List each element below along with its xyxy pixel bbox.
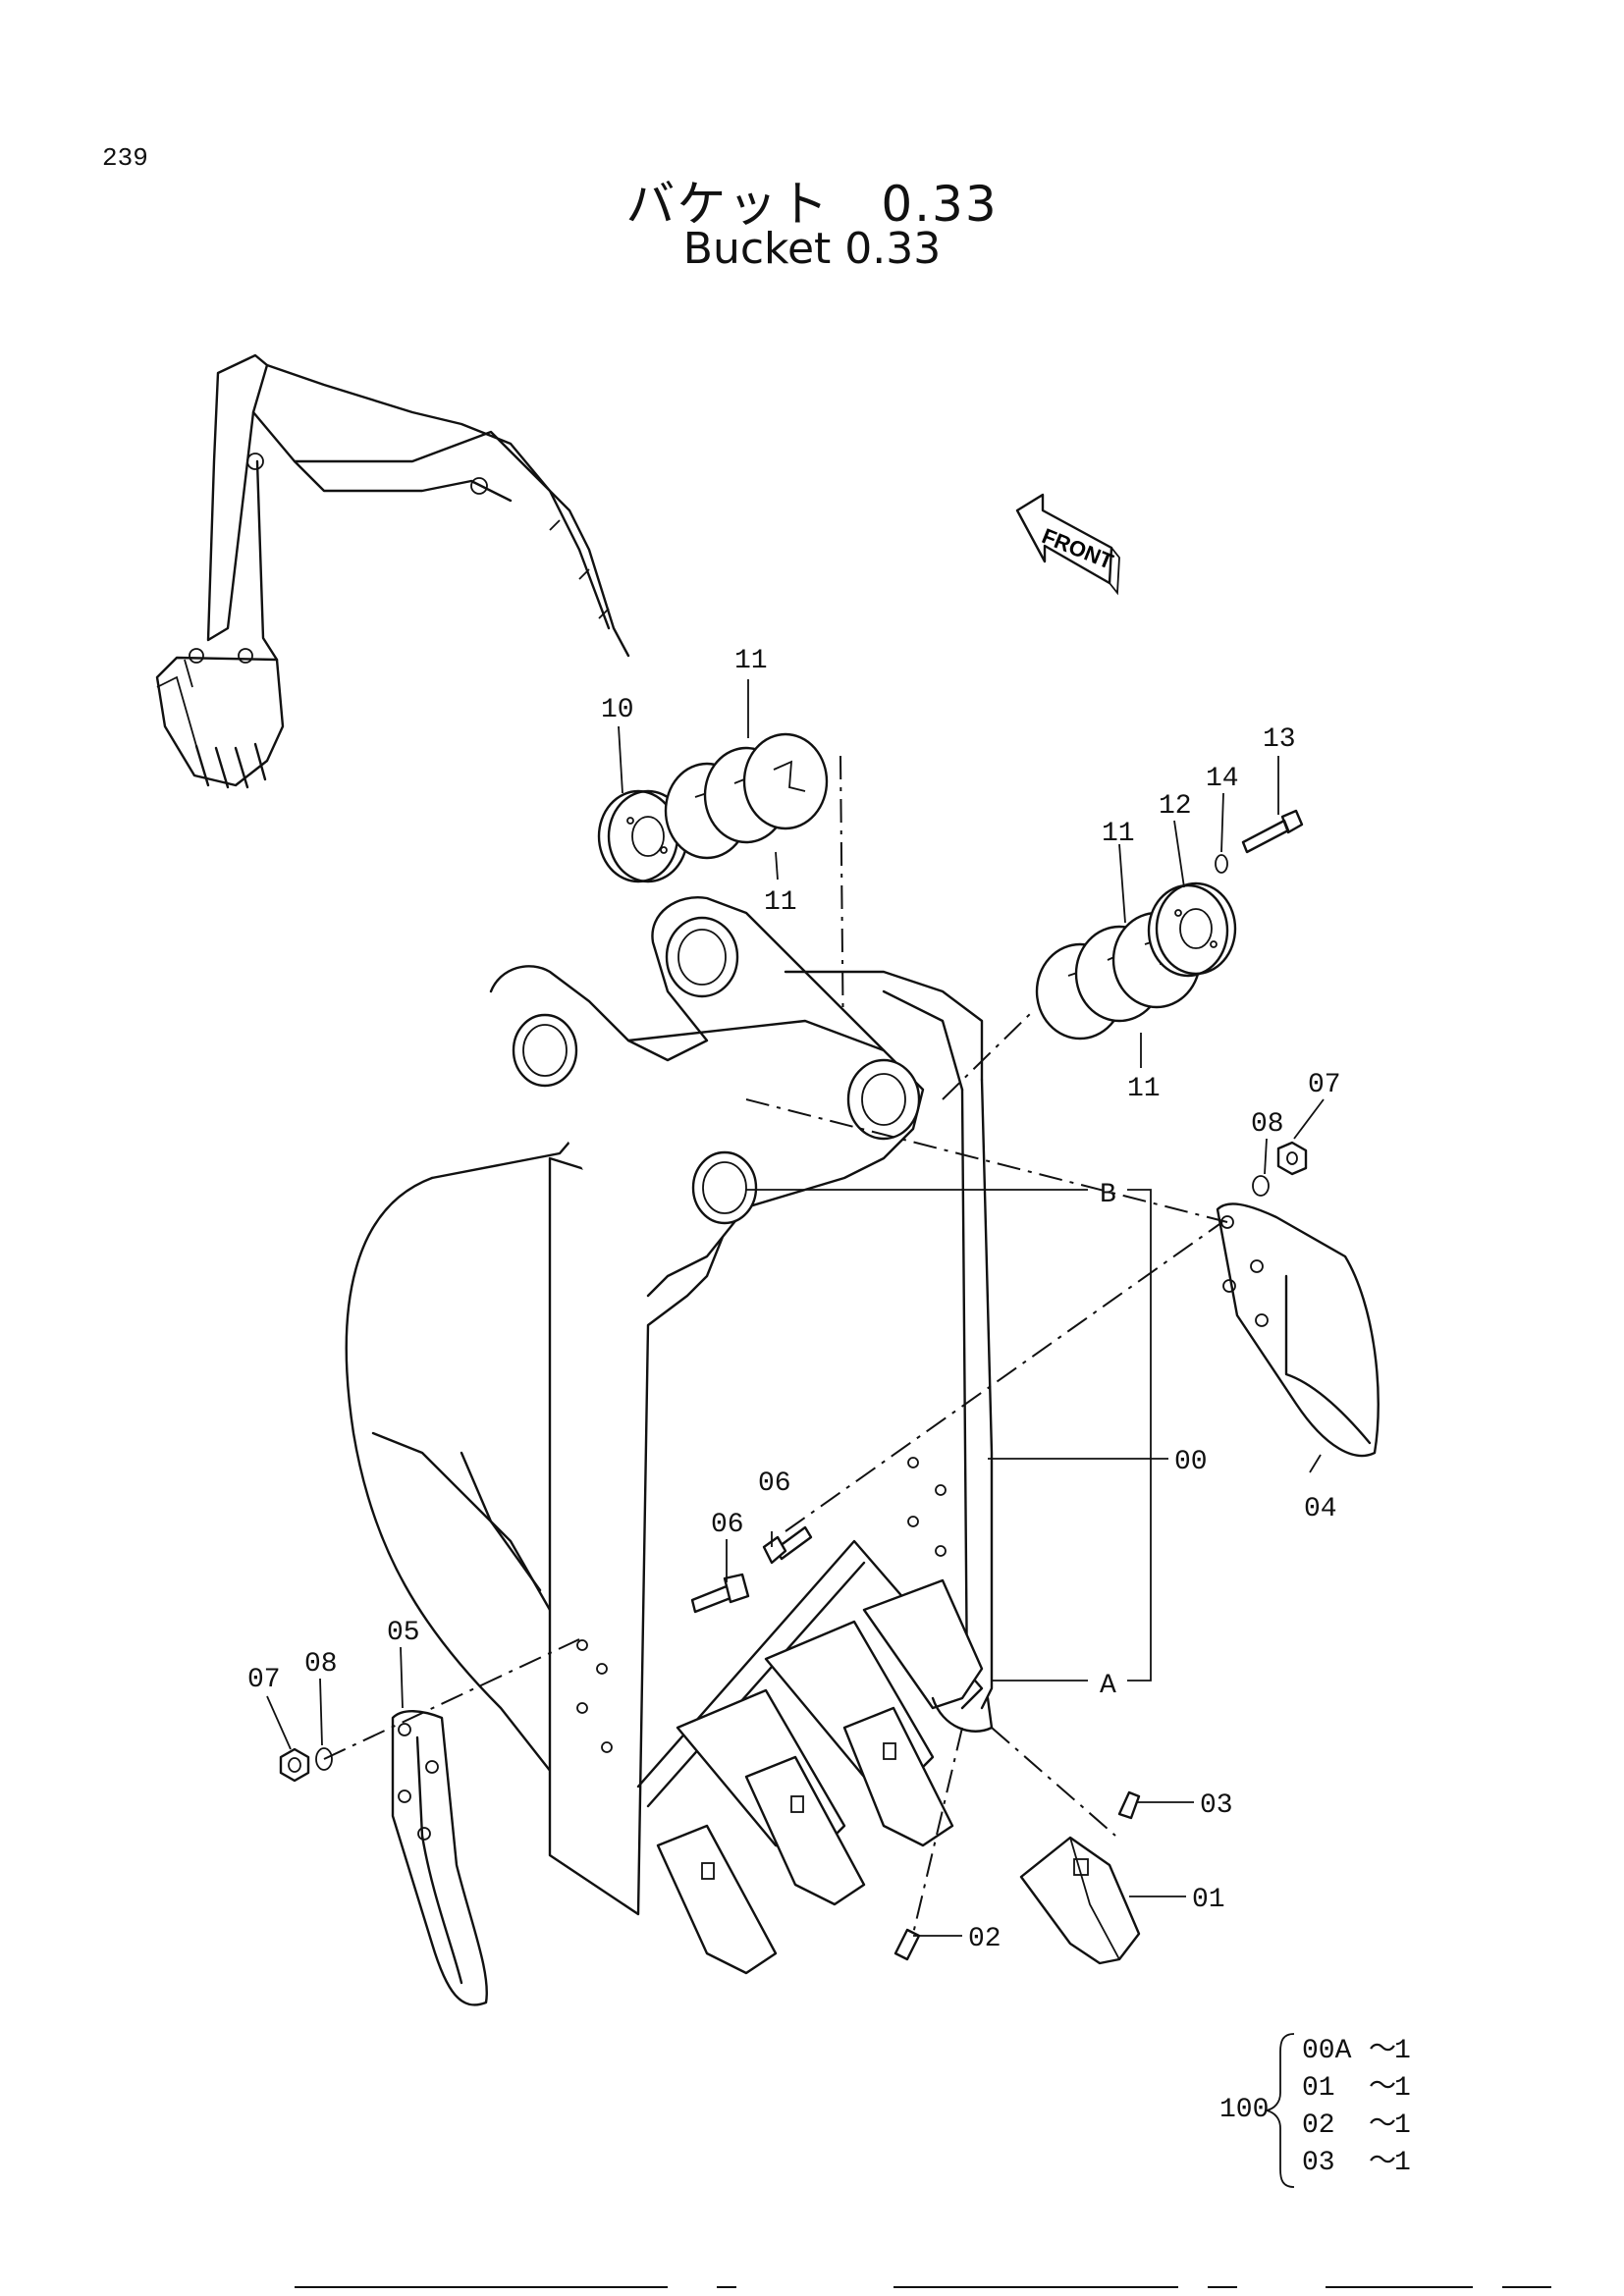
callout-04: 04 (1304, 1494, 1337, 1524)
callout-12: 12 (1159, 791, 1192, 822)
callout-06-right: 06 (758, 1468, 791, 1499)
assembly-item-part: 02 (1302, 2110, 1335, 2141)
callout-06-left: 06 (711, 1510, 744, 1540)
front-direction-arrow: FRONT (1015, 493, 1120, 596)
assembly-set-number: 100 (1219, 2095, 1269, 2125)
callout-03: 03 (1200, 1790, 1233, 1821)
part-06-bolt-lower (690, 1573, 750, 1614)
assembly-lines (323, 1098, 1228, 1935)
leader-lines (266, 679, 1325, 1937)
page-title-english: Bucket 0.33 (682, 224, 942, 274)
part-05-side-cutter-left (391, 1710, 488, 2006)
part-07-nut-left (279, 1747, 310, 1783)
callout-07-right: 07 (1308, 1070, 1341, 1100)
page-title-japanese: バケット 0.33 (625, 176, 999, 233)
callout-14: 14 (1206, 764, 1239, 794)
page-number: 239 (102, 143, 148, 173)
part-08-washer-right (1252, 1175, 1270, 1197)
callout-labels: 10 11 11 11 11 12 14 13 07 08 04 B 00 06… (247, 646, 1341, 1954)
assembly-item-part: 03 (1302, 2148, 1335, 2178)
part-08-washer-left (315, 1747, 333, 1771)
part-13-bolt (1241, 809, 1304, 854)
callout-10: 10 (601, 695, 634, 725)
excavator-arm-thumbnail (155, 353, 630, 789)
assembly-item-sep: ～ (1369, 2148, 1396, 2178)
assembly-item-qty: 1 (1394, 2110, 1411, 2141)
assembly-set-legend: 100 00A ～ 1 01 ～ 1 02 ～ 1 03 ～ 1 (1219, 2033, 1411, 2188)
callout-00: 00 (1174, 1447, 1208, 1477)
assembly-item-qty: 1 (1394, 2148, 1411, 2178)
assembly-item-qty: 1 (1394, 2073, 1411, 2104)
assembly-item-qty: 1 (1394, 2036, 1411, 2066)
callout-11-upper-bottom: 11 (764, 887, 797, 918)
callout-11-top: 11 (734, 646, 768, 676)
bucket-teeth-row (656, 1578, 994, 1975)
assembly-item-sep: ～ (1369, 2110, 1396, 2141)
part-03-pin (1117, 1790, 1141, 1820)
front-label: FRONT (1039, 523, 1117, 574)
callout-11-right-top: 11 (1102, 819, 1135, 849)
callout-08-right: 08 (1251, 1109, 1284, 1140)
callout-05: 05 (387, 1618, 420, 1648)
part-02-lock (893, 1928, 921, 1961)
part-01-tooth (1019, 1836, 1141, 1965)
callout-01: 01 (1192, 1885, 1225, 1915)
callout-11-right-bottom: 11 (1127, 1074, 1161, 1104)
callout-02: 02 (968, 1924, 1001, 1954)
assembly-item-part: 01 (1302, 2073, 1335, 2104)
centerline-right-pin (942, 1012, 1032, 1100)
assembly-item-sep: ～ (1369, 2073, 1396, 2104)
part-04-side-cutter-right (1216, 1202, 1380, 1458)
part-00-bucket-body (345, 896, 994, 1916)
callout-A: A (1100, 1671, 1116, 1701)
assembly-item-part: 00A (1302, 2036, 1352, 2066)
callout-13: 13 (1263, 724, 1296, 755)
part-12-plate (1147, 881, 1237, 978)
callout-07-left: 07 (247, 1665, 281, 1695)
part-11-shims-upper (664, 732, 829, 860)
part-06-bolt-upper (762, 1525, 813, 1565)
callout-08-left: 08 (304, 1649, 338, 1680)
callout-B: B (1100, 1180, 1116, 1210)
part-07-nut-right (1276, 1141, 1308, 1176)
assembly-item-sep: ～ (1369, 2036, 1396, 2066)
part-14-washer (1215, 854, 1228, 874)
